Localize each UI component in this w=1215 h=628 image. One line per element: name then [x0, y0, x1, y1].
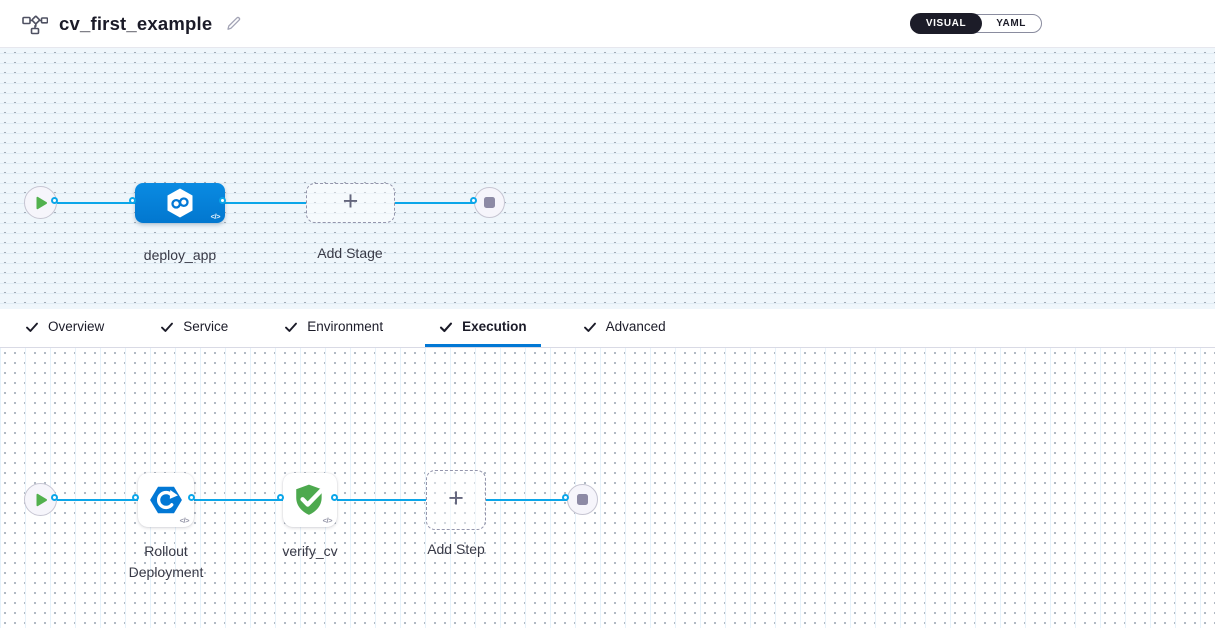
rollout-deployment-icon [149, 485, 183, 515]
add-step-button[interactable]: + [426, 470, 486, 530]
tab-label: Environment [307, 319, 384, 334]
pipeline-graph-icon [22, 13, 48, 35]
step-name-label: Rollout Deployment [128, 543, 204, 580]
connector-port[interactable] [129, 197, 136, 204]
stage-name-label: deploy_app [143, 247, 217, 263]
connector-line [57, 202, 135, 204]
tab-environment[interactable]: Environment [270, 309, 397, 347]
tab-execution[interactable]: Execution [425, 309, 541, 347]
check-icon [285, 322, 298, 332]
step-node-verify-cv[interactable]: </> [283, 473, 337, 527]
code-icon: </> [179, 516, 190, 525]
connector-line [57, 499, 138, 501]
connector-port[interactable] [470, 197, 477, 204]
pipeline-end-node[interactable] [474, 187, 505, 218]
connector-port[interactable] [51, 197, 58, 204]
tab-label: Execution [462, 319, 527, 334]
connector-port[interactable] [219, 197, 226, 204]
connector-port[interactable] [277, 494, 284, 501]
connector-port[interactable] [51, 494, 58, 501]
view-toggle: VISUAL YAML [909, 13, 1042, 34]
connector-line [194, 499, 283, 501]
play-icon [36, 196, 48, 210]
plus-icon: + [448, 483, 464, 513]
connector-line [225, 202, 306, 204]
tab-label: Overview [48, 319, 105, 334]
cd-stage-icon [165, 187, 195, 219]
add-stage-label: Add Stage [317, 245, 383, 261]
tab-advanced[interactable]: Advanced [569, 309, 680, 347]
edit-pencil-icon[interactable] [225, 15, 242, 32]
check-icon [583, 322, 596, 332]
connector-port[interactable] [331, 494, 338, 501]
stage-config-tabs: Overview Service Environment Execution A… [0, 309, 1215, 348]
tab-label: Advanced [605, 319, 666, 334]
check-icon [26, 322, 38, 332]
stage-canvas[interactable]: </> + deploy_app Add Stage [0, 48, 1215, 309]
connector-line [486, 499, 568, 501]
check-icon [161, 322, 174, 332]
check-icon [440, 322, 453, 332]
connector-line [395, 202, 476, 204]
add-step-label: Add Step [427, 541, 485, 557]
connector-port[interactable] [132, 494, 139, 501]
step-node-rollout-deployment[interactable]: </> [138, 473, 194, 527]
verify-shield-icon [292, 483, 328, 517]
connector-port[interactable] [188, 494, 195, 501]
step-name-label: verify_cv [282, 543, 338, 559]
code-icon: </> [322, 516, 333, 525]
play-icon [36, 493, 48, 507]
code-icon: </> [210, 212, 221, 221]
stop-icon [484, 197, 495, 208]
stop-icon [577, 494, 588, 505]
add-stage-button[interactable]: + [306, 183, 395, 223]
tab-service[interactable]: Service [146, 309, 242, 347]
visual-toggle-button[interactable]: VISUAL [909, 13, 983, 34]
connector-line [337, 499, 426, 501]
connector-port[interactable] [562, 494, 569, 501]
yaml-toggle-button[interactable]: YAML [981, 14, 1041, 33]
execution-end-node[interactable] [567, 484, 598, 515]
pipeline-title: cv_first_example [59, 12, 213, 34]
plus-icon: + [342, 186, 359, 216]
execution-canvas[interactable]: </> </> + Rollout Deployment verify_cv A… [0, 348, 1215, 628]
pipeline-header: cv_first_example VISUAL YAML [0, 0, 1215, 48]
tab-label: Service [183, 319, 229, 334]
stage-node-deploy-app[interactable]: </> [135, 183, 225, 223]
tab-overview[interactable]: Overview [11, 309, 118, 347]
